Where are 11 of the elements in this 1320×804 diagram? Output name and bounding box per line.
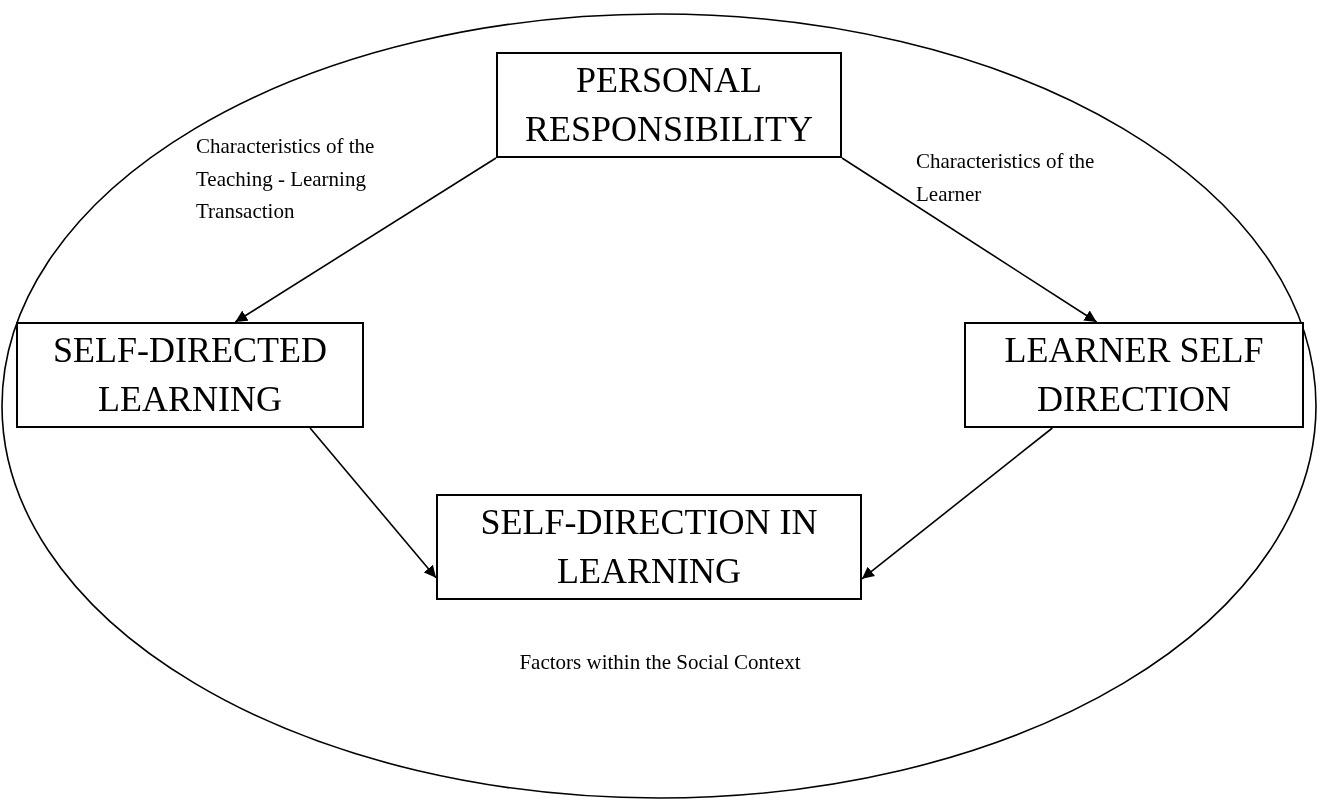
concept-box: SELF-DIRECTION IN LEARNING <box>436 494 862 600</box>
edge-label: Characteristics of the Learner <box>916 148 1096 208</box>
arrow <box>309 427 437 579</box>
concept-box: PERSONAL RESPONSIBILITY <box>496 52 842 158</box>
concept-box: SELF-DIRECTED LEARNING <box>16 322 364 428</box>
concept-box: LEARNER SELF DIRECTION <box>964 322 1304 428</box>
arrow <box>234 157 497 323</box>
edge-label: Characteristics of the Teaching - Learning Transaction <box>196 133 376 226</box>
arrow <box>841 157 1098 323</box>
arrow <box>861 427 1054 580</box>
context-label: Factors within the Social Context <box>518 649 802 676</box>
